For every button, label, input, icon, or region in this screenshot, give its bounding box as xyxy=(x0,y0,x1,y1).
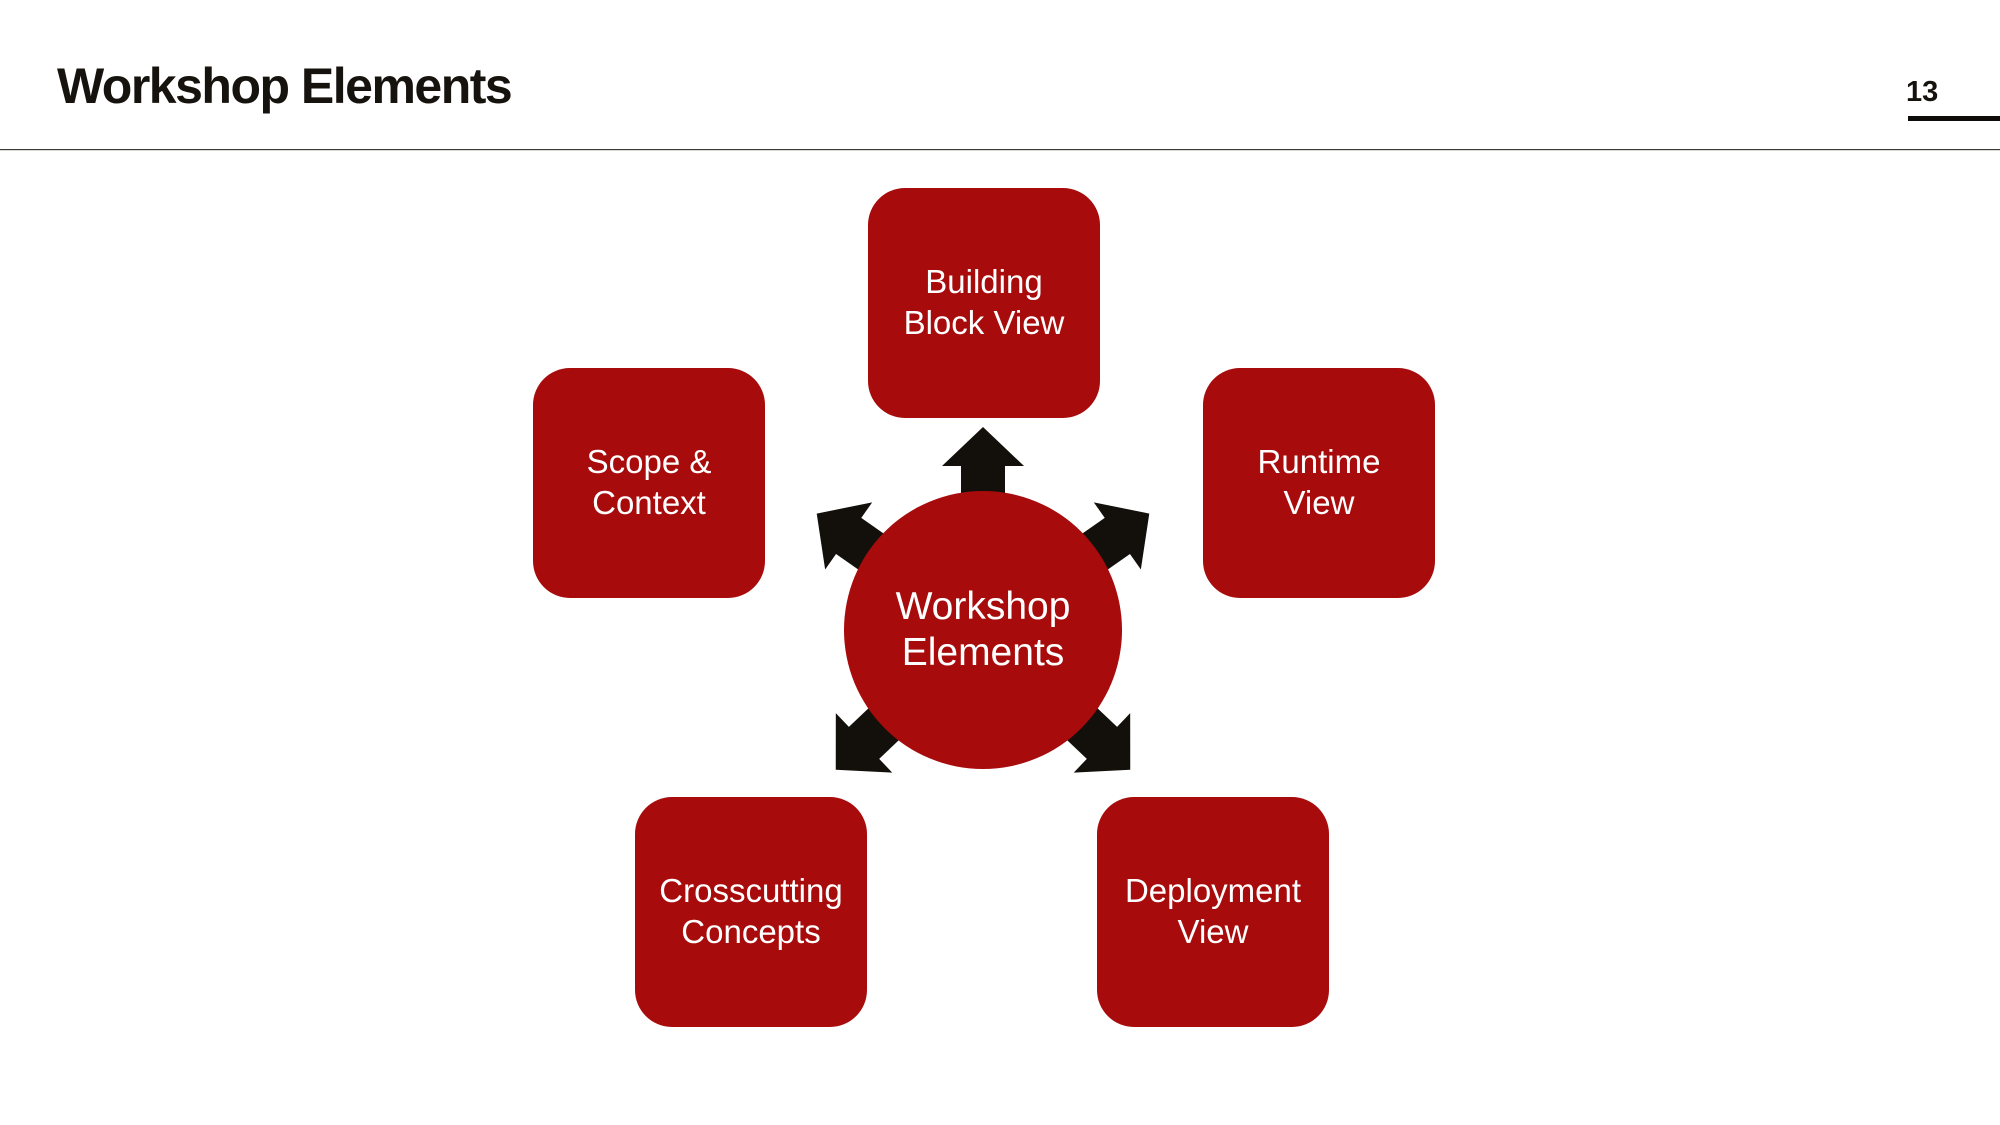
slide-title: Workshop Elements xyxy=(57,58,513,114)
node-building-block-view: Building Block View xyxy=(868,188,1100,418)
node-line-1: Crosscutting xyxy=(659,872,843,910)
node-line-2: Context xyxy=(592,484,706,521)
node-label: Scope & Context xyxy=(587,442,712,523)
node-deployment-view: Deployment View xyxy=(1097,797,1329,1027)
node-label: Runtime View xyxy=(1258,442,1381,523)
node-crosscutting-concepts: Crosscutting Concepts xyxy=(635,797,867,1027)
node-label: Deployment View xyxy=(1125,871,1301,952)
center-node-line-1: Workshop xyxy=(895,584,1071,628)
center-node-line-2: Elements xyxy=(901,631,1065,674)
node-runtime-view: Runtime View xyxy=(1203,368,1435,598)
node-line-2: View xyxy=(1177,913,1249,950)
node-scope-and-context: Scope & Context xyxy=(533,368,765,598)
node-line-1: Deployment xyxy=(1124,872,1302,910)
node-line-2: Concepts xyxy=(681,913,821,950)
page-number-underline xyxy=(1908,116,2000,121)
node-line-2: Block View xyxy=(903,304,1065,341)
header-divider xyxy=(0,149,2000,151)
page-number: 13 xyxy=(1906,76,1939,108)
node-line-1: Scope & xyxy=(586,443,712,481)
node-line-2: View xyxy=(1283,484,1355,521)
node-line-1: Runtime xyxy=(1257,443,1381,481)
center-node-label: Workshop Elements xyxy=(896,584,1071,676)
center-node-workshop-elements: Workshop Elements xyxy=(844,491,1122,769)
node-label: Crosscutting Concepts xyxy=(659,871,842,952)
node-label: Building Block View xyxy=(904,262,1065,343)
node-line-1: Building xyxy=(925,263,1043,301)
